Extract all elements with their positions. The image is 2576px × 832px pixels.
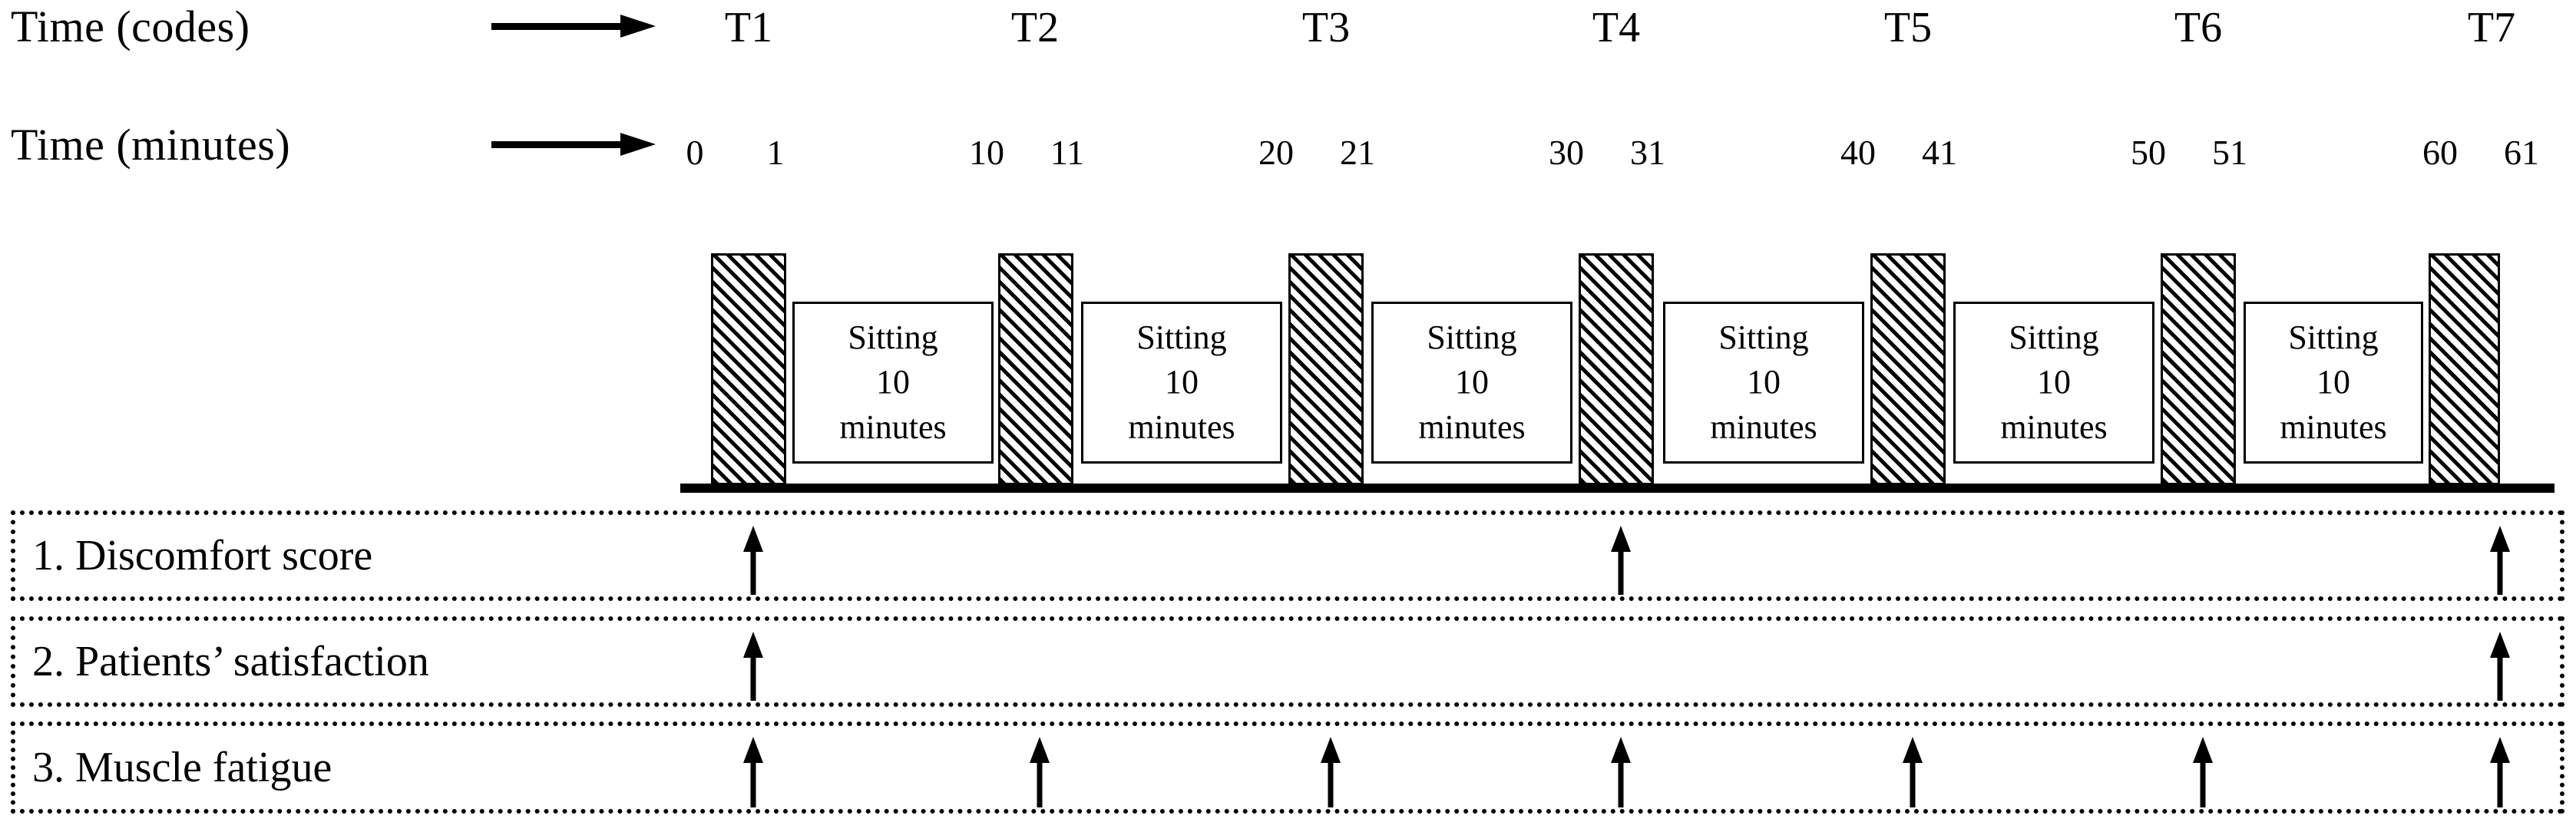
time-minute-10: 10 xyxy=(969,133,1004,172)
sitting-box-text-line3: minutes xyxy=(1128,408,1235,446)
sitting-box-text-line1: Sitting xyxy=(848,318,938,356)
arrow-stem xyxy=(2200,757,2206,807)
row-discomfort-score-label: 1. Discomfort score xyxy=(32,532,373,579)
sitting-box-text-line3: minutes xyxy=(2280,408,2387,446)
sitting-box-text-line1: Sitting xyxy=(1718,318,1809,356)
time-code-t7: T7 xyxy=(2467,4,2516,51)
row-muscle-fatigue-label: 3. Muscle fatigue xyxy=(32,744,332,791)
time-codes-label: Time (codes) xyxy=(11,2,250,51)
arrow-stem xyxy=(2497,546,2503,595)
time-code-t4: T4 xyxy=(1592,4,1641,51)
time-minute-60: 60 xyxy=(2422,133,2458,172)
sitting-box-text-line1: Sitting xyxy=(1136,318,1227,356)
time-minute-51: 51 xyxy=(2212,133,2247,172)
sitting-box-text-line2: 10 xyxy=(2316,363,2350,401)
sitting-period-box-4: Sitting 10 minutes xyxy=(1663,302,1864,464)
arrow-stem xyxy=(750,546,756,595)
row-muscle-fatigue: 3. Muscle fatigue xyxy=(11,721,2564,814)
measurement-block-T2 xyxy=(998,253,1073,485)
time-minute-1: 1 xyxy=(766,133,785,172)
arrow-stem xyxy=(1910,757,1916,807)
sitting-box-text-line2: 10 xyxy=(2037,363,2071,401)
time-code-t6: T6 xyxy=(2174,4,2223,51)
row-muscle-fatigue-up-arrow-icon-2 xyxy=(1029,737,1050,807)
arrow-head xyxy=(620,133,656,156)
time-code-t1: T1 xyxy=(724,4,773,51)
sitting-box-text-line3: minutes xyxy=(839,408,947,446)
arrow-stem xyxy=(1618,546,1624,595)
timeline-baseline xyxy=(680,484,2555,493)
sitting-period-box-1: Sitting 10 minutes xyxy=(792,302,994,464)
row-muscle-fatigue-up-arrow-icon-1 xyxy=(742,737,764,807)
row-discomfort-score-up-arrow-icon-1 xyxy=(742,526,764,595)
row-patients-satisfaction-label: 2. Patients’ satisfaction xyxy=(32,638,429,685)
sitting-box-text-line2: 10 xyxy=(1747,363,1781,401)
sitting-box-text-line3: minutes xyxy=(2000,408,2108,446)
time-minute-41: 41 xyxy=(1922,133,1957,172)
row-patients-satisfaction: 2. Patients’ satisfaction xyxy=(11,616,2564,707)
row-muscle-fatigue-up-arrow-icon-7 xyxy=(2489,737,2511,807)
time-minute-21: 21 xyxy=(1340,133,1375,172)
time-minute-30: 30 xyxy=(1549,133,1584,172)
sitting-box-text-line1: Sitting xyxy=(1427,318,1517,356)
arrow-stem xyxy=(750,652,756,701)
time-code-t5: T5 xyxy=(1883,4,1933,51)
time-minute-31: 31 xyxy=(1630,133,1665,172)
arrow-shaft xyxy=(491,141,626,148)
arrow-stem xyxy=(750,757,756,807)
sitting-box-text-line2: 10 xyxy=(876,363,910,401)
time-minute-20: 20 xyxy=(1258,133,1294,172)
sitting-period-box-2: Sitting 10 minutes xyxy=(1081,302,1282,464)
row-discomfort-score: 1. Discomfort score xyxy=(11,510,2564,601)
sitting-box-text-line1: Sitting xyxy=(2009,318,2099,356)
time-minutes-right-arrow-icon xyxy=(491,129,660,160)
time-codes-right-arrow-icon xyxy=(491,11,660,41)
arrow-shaft xyxy=(491,23,626,30)
row-discomfort-score-up-arrow-icon-3 xyxy=(2489,526,2511,595)
arrow-stem xyxy=(1618,757,1624,807)
arrow-stem xyxy=(2497,757,2503,807)
row-muscle-fatigue-up-arrow-icon-3 xyxy=(1320,737,1341,807)
measurement-block-T4 xyxy=(1579,253,1654,485)
row-muscle-fatigue-up-arrow-icon-5 xyxy=(1902,737,1923,807)
sitting-box-text-line3: minutes xyxy=(1418,408,1526,446)
sitting-period-box-6: Sitting 10 minutes xyxy=(2244,302,2423,464)
arrow-stem xyxy=(1037,757,1043,807)
time-minutes-label: Time (minutes) xyxy=(11,120,291,170)
sitting-box-text-line3: minutes xyxy=(1710,408,1817,446)
time-minute-0: 0 xyxy=(686,133,704,172)
sitting-period-box-5: Sitting 10 minutes xyxy=(1953,302,2154,464)
time-code-t3: T3 xyxy=(1301,4,1351,51)
time-code-t2: T2 xyxy=(1010,4,1060,51)
row-muscle-fatigue-up-arrow-icon-4 xyxy=(1610,737,1632,807)
arrow-stem xyxy=(1328,757,1334,807)
row-muscle-fatigue-up-arrow-icon-6 xyxy=(2192,737,2214,807)
time-minute-40: 40 xyxy=(1840,133,1876,172)
sitting-box-text-line2: 10 xyxy=(1455,363,1489,401)
row-discomfort-score-up-arrow-icon-2 xyxy=(1610,526,1632,595)
measurement-block-T1 xyxy=(711,253,786,485)
arrow-stem xyxy=(2497,652,2503,701)
measurement-block-T7 xyxy=(2429,253,2500,485)
sitting-box-text-line1: Sitting xyxy=(2288,318,2379,356)
row-patients-satisfaction-up-arrow-icon-1 xyxy=(742,632,764,701)
measurement-block-T6 xyxy=(2161,253,2236,485)
row-patients-satisfaction-up-arrow-icon-2 xyxy=(2489,632,2511,701)
measurement-block-T3 xyxy=(1288,253,1364,485)
measurement-block-T5 xyxy=(1870,253,1946,485)
time-minute-50: 50 xyxy=(2131,133,2166,172)
sitting-box-text-line2: 10 xyxy=(1165,363,1199,401)
arrow-head xyxy=(620,15,656,38)
time-minute-11: 11 xyxy=(1050,133,1085,172)
time-minute-61: 61 xyxy=(2504,133,2539,172)
sitting-period-box-3: Sitting 10 minutes xyxy=(1371,302,1572,464)
